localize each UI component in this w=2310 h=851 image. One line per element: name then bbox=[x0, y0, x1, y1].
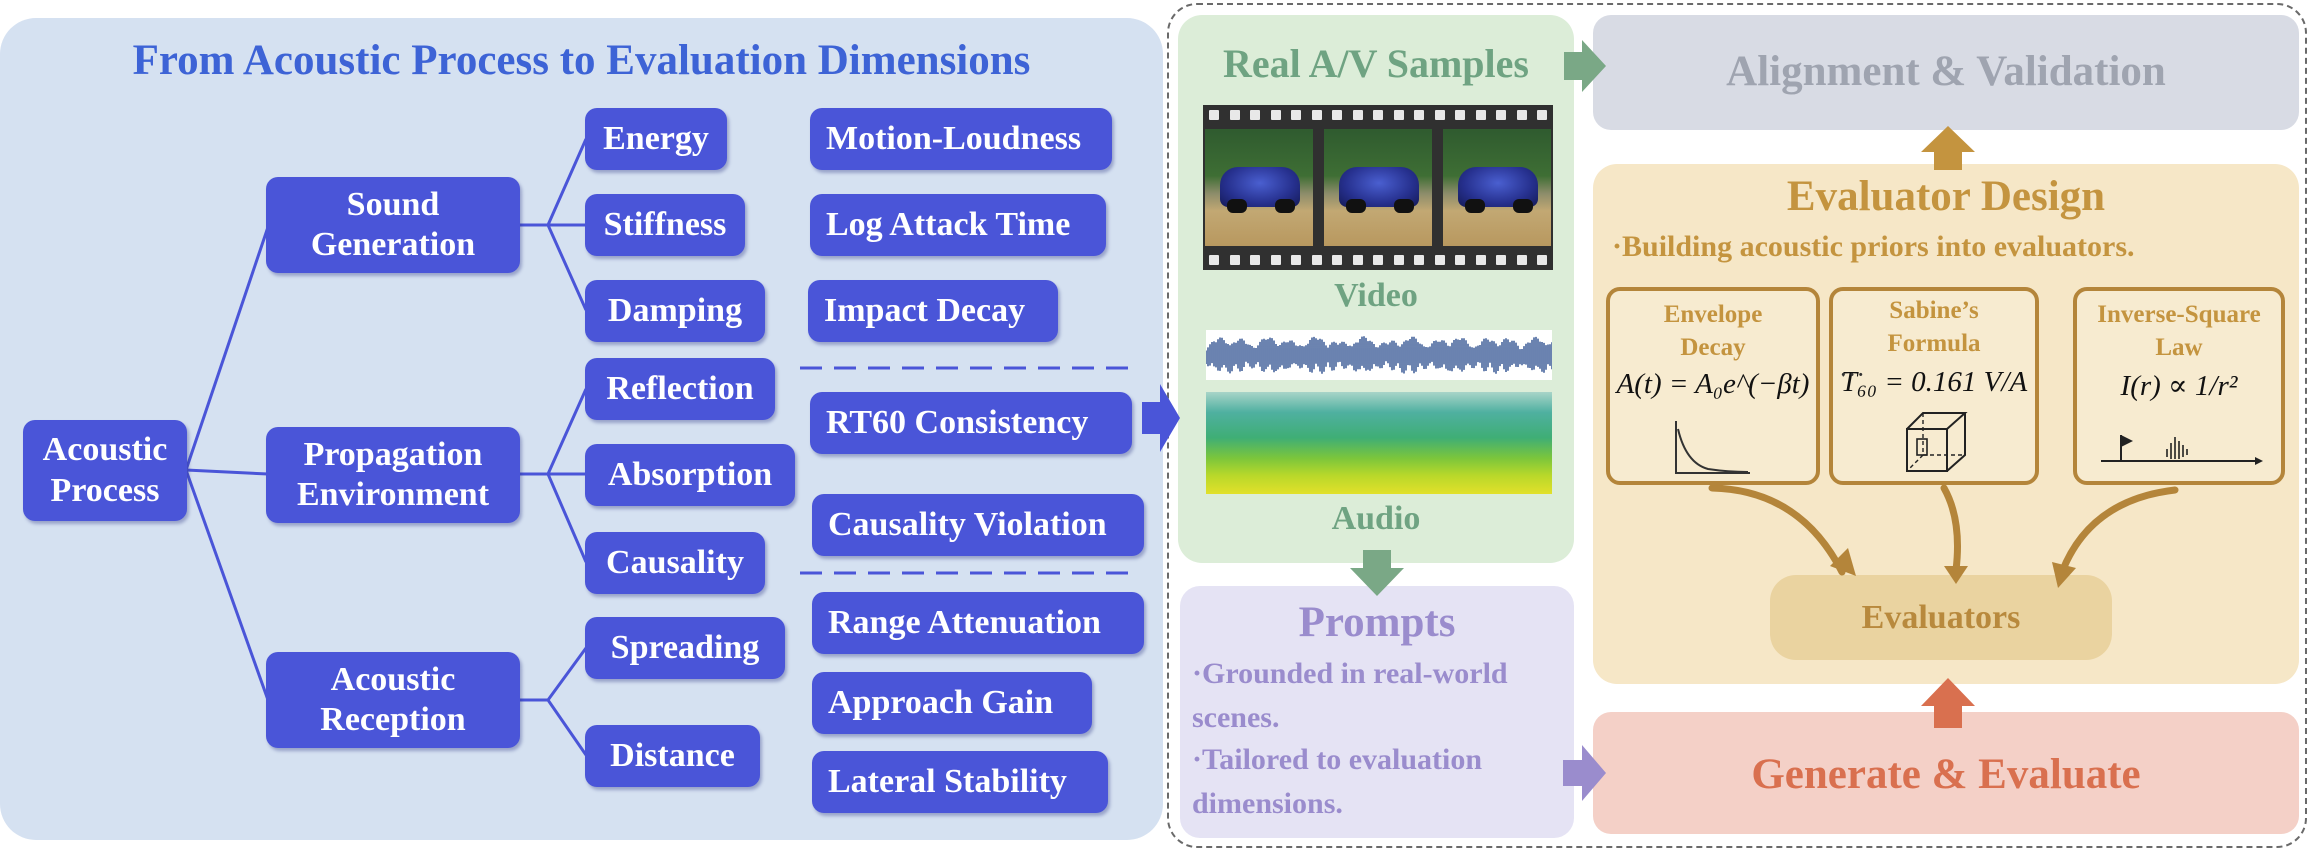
leaf-reflection: Reflection bbox=[585, 358, 775, 420]
dim-lateral-stability: Lateral Stability bbox=[812, 751, 1108, 813]
leaf-damping: Damping bbox=[585, 280, 765, 342]
prompt-line-4: dimensions. bbox=[1192, 787, 1343, 820]
arrow-design-to-alignment bbox=[1921, 126, 1975, 170]
arrow-prompts-to-generate bbox=[1563, 745, 1606, 801]
node-propagation-environment-line1: Propagation bbox=[303, 435, 483, 473]
prompt-line-3: ·Tailored to evaluation bbox=[1192, 743, 1483, 776]
dim-range-attenuation: Range Attenuation bbox=[812, 592, 1144, 654]
evaluator-design-title: Evaluator Design bbox=[1786, 173, 2106, 220]
leaf-spreading: Spreading bbox=[585, 617, 785, 679]
generate-evaluate-panel bbox=[1593, 712, 2299, 834]
formula-ellipsis: ··· bbox=[1839, 360, 1865, 389]
node-sound-generation-line1: Sound bbox=[346, 185, 440, 223]
formula-title-inverse-line2: Law bbox=[2155, 333, 2203, 361]
video-filmstrip bbox=[1203, 105, 1553, 270]
room-cube-icon bbox=[1906, 412, 1968, 472]
formula-envelope-decay: A(t) = A₀e^(−βt) bbox=[1616, 368, 1810, 400]
video-frame-2 bbox=[1324, 129, 1432, 246]
dim-impact-decay: Impact Decay bbox=[808, 280, 1058, 342]
leaf-stiffness: Stiffness bbox=[585, 194, 745, 256]
edge-reception-distance bbox=[520, 698, 588, 756]
node-sound-generation-line2: Generation bbox=[310, 226, 476, 263]
leaf-distance: Distance bbox=[585, 725, 760, 787]
arrow-inverse-to-evaluators bbox=[2058, 486, 2179, 576]
audio-spectrogram bbox=[1206, 392, 1552, 494]
dim-motion-loudness: Motion-Loudness bbox=[810, 108, 1112, 170]
evaluators-box: Evaluators bbox=[1770, 575, 2112, 660]
arrow-sabine-to-evaluators bbox=[1940, 484, 1961, 574]
edge-root-generation bbox=[184, 226, 270, 471]
left-panel-title: From Acoustic Process to Evaluation Dime… bbox=[132, 37, 1031, 84]
edge-propagation-causality bbox=[520, 472, 588, 563]
dim-rt60-consistency: RT60 Consistency bbox=[810, 392, 1132, 454]
node-propagation-environment-line2: Environment bbox=[296, 476, 490, 513]
prompt-line-1: ·Grounded in real-world bbox=[1192, 657, 1508, 690]
formula-title-envelope-line1: Envelope bbox=[1663, 301, 1763, 328]
arrow-dimensions-to-samples bbox=[1142, 384, 1180, 452]
node-acoustic-reception-line2: Reception bbox=[320, 701, 466, 738]
evaluator-design-subtitle: ·Building acoustic priors into evaluator… bbox=[1612, 230, 2135, 263]
arrow-generate-to-evaluators bbox=[1921, 678, 1975, 728]
formula-title-inverse-line1: Inverse-Square bbox=[2097, 301, 2261, 328]
node-acoustic-reception-line1: Acoustic bbox=[330, 660, 456, 698]
prompt-line-2: scenes. bbox=[1192, 701, 1280, 734]
leaf-energy: Energy bbox=[585, 108, 727, 170]
arrow-samples-to-prompts bbox=[1350, 550, 1404, 596]
leaf-absorption: Absorption bbox=[585, 444, 795, 506]
formula-inverse-square: I(r) ∝ 1/r² bbox=[2120, 370, 2238, 402]
formula-sabine: T₆₀ = 0.161 V/A bbox=[1840, 366, 2028, 398]
tree-connectors bbox=[184, 138, 1130, 756]
real-samples-title: Real A/V Samples bbox=[1223, 41, 1529, 86]
formula-title-sabine-line1: Sabine’s bbox=[1889, 297, 1979, 324]
audio-label: Audio bbox=[1331, 500, 1421, 537]
formula-title-sabine-line2: Formula bbox=[1887, 329, 1981, 357]
dim-causality-violation: Causality Violation bbox=[812, 494, 1144, 556]
video-frame-3 bbox=[1443, 129, 1551, 246]
edge-root-reception bbox=[184, 469, 270, 701]
node-acoustic-process-line2: Process bbox=[50, 471, 160, 509]
arrow-envelope-to-evaluators bbox=[1708, 484, 1846, 576]
distance-axis-icon bbox=[2101, 435, 2263, 465]
prompts-title: Prompts bbox=[1298, 599, 1456, 646]
audio-waveform bbox=[1206, 330, 1552, 380]
alignment-panel bbox=[1593, 15, 2299, 130]
node-acoustic-process-line1: Acoustic bbox=[42, 431, 168, 469]
alignment-title: Alignment & Validation bbox=[1726, 48, 2166, 95]
dim-log-attack-time: Log Attack Time bbox=[810, 194, 1106, 256]
decay-curve-icon bbox=[1675, 421, 1750, 474]
edge-generation-damping bbox=[520, 223, 588, 311]
prompts-panel bbox=[1180, 586, 1574, 838]
dim-approach-gain: Approach Gain bbox=[812, 672, 1092, 734]
generate-evaluate-title: Generate & Evaluate bbox=[1751, 751, 2141, 798]
video-frame-1 bbox=[1205, 129, 1313, 246]
edge-root-propagation bbox=[185, 468, 269, 476]
leaf-causality: Causality bbox=[585, 532, 765, 594]
arrow-samples-to-alignment bbox=[1564, 40, 1606, 92]
video-label: Video bbox=[1334, 277, 1418, 314]
formula-title-envelope-line2: Decay bbox=[1680, 333, 1746, 361]
